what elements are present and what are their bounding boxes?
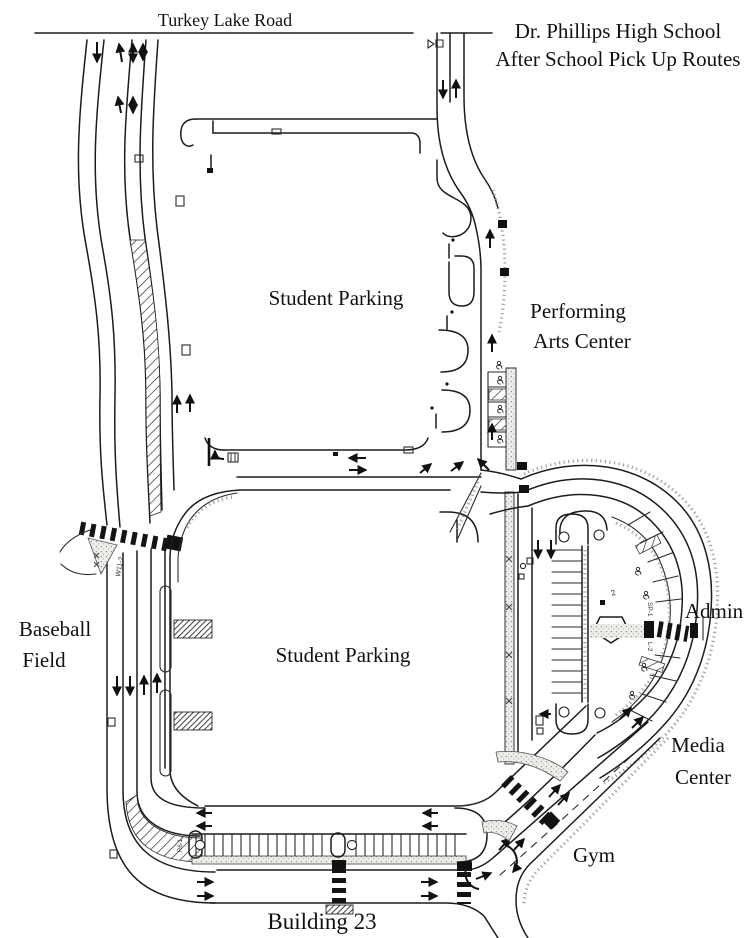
handicap-icon [497, 434, 504, 444]
row-separator [330, 832, 346, 858]
middle-road [204, 406, 482, 478]
row-end-island [438, 315, 469, 373]
hatched-corner-island [125, 794, 203, 863]
west-road-upper [77, 39, 191, 528]
sign-label-l2: L-2 [646, 642, 653, 652]
crosswalk-end-pad [164, 534, 184, 552]
row-end-island [441, 389, 471, 433]
handicap-icon [629, 690, 636, 700]
label-performing: Performing [530, 299, 626, 323]
west-road-crosswalk [78, 521, 184, 552]
building23-crosswalk-east [457, 862, 472, 904]
label-arts-center: Arts Center [533, 329, 630, 353]
label-student-parking-north: Student Parking [269, 286, 404, 310]
sign-marker [181, 344, 191, 356]
hatched-stall [635, 534, 662, 555]
sign-post-icons [535, 715, 544, 735]
label-media: Media [671, 733, 725, 757]
sign-label-sp1: SP-1 [646, 602, 653, 617]
bollard-marker [194, 839, 206, 851]
sign-marker [107, 717, 116, 727]
channel-island [495, 750, 569, 782]
walkway [590, 624, 646, 638]
row-end-island [448, 243, 475, 307]
sign-marker [109, 849, 118, 859]
label-baseball: Baseball [19, 617, 91, 641]
sign-marker [271, 128, 282, 135]
sign-marker [175, 195, 185, 207]
label-center: Center [675, 765, 731, 789]
west-road-lower [106, 547, 216, 904]
hatched-bar [173, 711, 213, 731]
building23-crosswalk-west [325, 860, 354, 915]
bollard-marker [593, 529, 605, 541]
sidewalk [191, 855, 467, 865]
bollard-marker [558, 531, 570, 543]
median-island [159, 689, 172, 777]
median-island [159, 585, 172, 673]
sign-label-w11-2: W11-2 [115, 556, 125, 577]
handicap-icon [497, 404, 504, 414]
bollard-marker [594, 707, 606, 719]
sign-marker [403, 446, 414, 454]
label-gym: Gym [573, 843, 615, 867]
roundabout-arrow [504, 844, 523, 874]
admin-loop [480, 458, 720, 786]
map-title-line2: After School Pick Up Routes [496, 47, 741, 71]
handicap-icon [497, 375, 504, 385]
handicap-icon [496, 360, 503, 370]
handicap-icon [635, 566, 642, 576]
bollard-marker [346, 839, 358, 851]
loop-marker-2: 2 [610, 588, 618, 598]
baseball-spur [59, 529, 118, 576]
label-building-23: Building 23 [267, 909, 376, 934]
row-end-island [436, 159, 472, 238]
north-entrance-road [436, 32, 509, 471]
south-parking-lot [159, 472, 534, 807]
hatched-stall [638, 656, 666, 673]
south-road-eastbound [197, 721, 670, 938]
pac-dropoff [476, 360, 517, 471]
sign-marker [134, 154, 144, 163]
road-label-turkey-lake: Turkey Lake Road [158, 10, 292, 30]
admin-crosswalk [644, 617, 704, 642]
label-student-parking-south: Student Parking [276, 643, 411, 667]
gym-crosswalk [481, 750, 569, 842]
building23-parking-row [188, 807, 488, 865]
gate-icon [427, 38, 444, 50]
channel-island [481, 819, 518, 842]
north-parking-lot [172, 118, 475, 433]
crosswalk-sign-icon [227, 452, 239, 463]
handicap-icon [643, 590, 650, 600]
hatched-median [129, 239, 162, 517]
label-admin: Admin [685, 599, 744, 623]
row-end-loop [454, 807, 488, 863]
label-field: Field [22, 648, 66, 672]
hatched-bar [173, 619, 213, 639]
bike-rack-icon [518, 557, 534, 580]
west-road-arrows-top [92, 42, 148, 163]
sign-label-r6-1: R6-1 [178, 838, 184, 852]
bollard-marker [558, 706, 570, 718]
map-title-line1: Dr. Phillips High School [515, 19, 722, 43]
